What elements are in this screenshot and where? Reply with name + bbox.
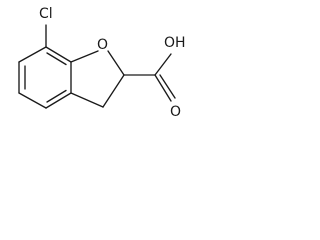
bond-o1-c2 bbox=[107, 50, 125, 76]
ring-bond-c3a-c4 bbox=[45, 92, 72, 109]
bond-c3-c3a bbox=[70, 92, 104, 108]
bond-carboxyl-c-o-double-1 bbox=[154, 74, 172, 102]
ring-bond-c4-c5 bbox=[18, 92, 47, 109]
bond-c2-c3 bbox=[102, 74, 125, 108]
molecule-drawing: Cl O OH O bbox=[18, 6, 186, 120]
ring-double-bond-c7-c7a bbox=[46, 52, 67, 66]
ring-double-bond-c3a-c4 bbox=[46, 89, 67, 103]
chlorine-label: Cl bbox=[39, 6, 53, 22]
benzene-ring bbox=[18, 46, 72, 109]
hydroxyl-label: OH bbox=[164, 35, 186, 51]
bond-carboxyl-c-o-double-2 bbox=[159, 74, 176, 99]
ring-oxygen-label: O bbox=[97, 37, 108, 53]
ring-bond-c6-c7 bbox=[18, 46, 47, 63]
structure-diagram: Cl O OH O bbox=[0, 0, 212, 134]
carbonyl-oxygen-label: O bbox=[170, 104, 181, 120]
dihydrofuran-ring bbox=[70, 50, 125, 108]
bond-carboxyl-c-oh bbox=[154, 53, 172, 76]
carboxylic-acid-group bbox=[123, 53, 176, 102]
bond-c7a-o1 bbox=[70, 50, 99, 63]
ring-bond-c7-c7a bbox=[45, 46, 72, 63]
